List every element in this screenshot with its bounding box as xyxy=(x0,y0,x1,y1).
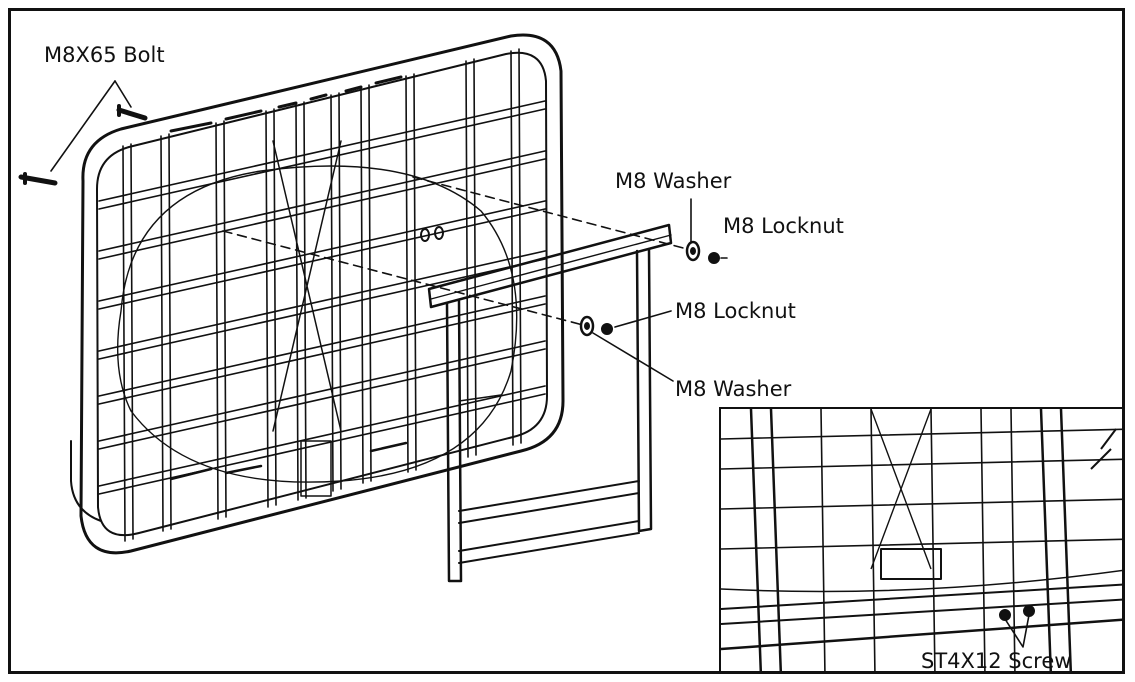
locknut-mid-label: M8 Locknut xyxy=(675,299,796,323)
backboard xyxy=(70,33,565,555)
bolt-parts xyxy=(18,104,148,186)
inset-drawing xyxy=(721,409,1122,671)
washer-mid-label: M8 Washer xyxy=(675,377,792,401)
screw-label: ST4X12 Screw xyxy=(921,649,1072,673)
exploded-assembly-drawing xyxy=(18,33,1024,618)
washer-top-label: M8 Washer xyxy=(615,169,732,193)
hardware xyxy=(579,240,720,337)
screw-detail-inset xyxy=(719,407,1122,671)
diagram-frame: M8X65 Bolt M8 Washer M8 Locknut M8 Lockn… xyxy=(8,8,1125,674)
locknut-top-label: M8 Locknut xyxy=(723,214,844,238)
mounting-bracket xyxy=(427,223,673,583)
bolt-label: M8X65 Bolt xyxy=(44,43,165,67)
